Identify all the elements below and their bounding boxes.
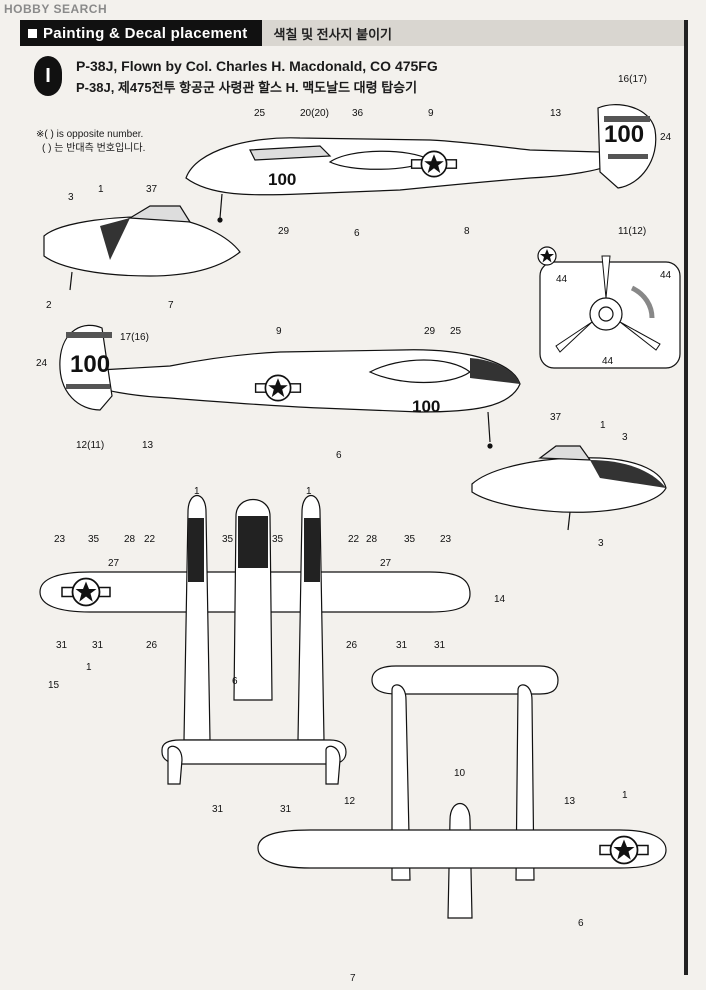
callout-1-b: 1: [600, 420, 606, 431]
callout-20-20: 20(20): [300, 108, 329, 119]
callout-8: 8: [464, 226, 470, 237]
callout-29: 29: [278, 226, 290, 237]
header-subtitle: 색칠 및 전사지 붙이기: [261, 20, 686, 46]
header-title: Painting & Decal placement: [43, 24, 248, 42]
callout-1-e: 1: [86, 662, 92, 673]
callout-31-f: 31: [280, 804, 292, 815]
callout-6-d: 6: [578, 918, 584, 929]
aircraft-number-side-bottom: 100: [412, 397, 440, 416]
plan-view-bottom: [257, 665, 667, 919]
callout-2: 2: [46, 300, 52, 311]
callout-1-f: 1: [622, 790, 628, 801]
callouts-side-top: 25 20(20) 36 9 13 16(17) 24 11(12) 8 29 …: [254, 74, 672, 239]
header-title-block: Painting & Decal placement: [20, 20, 262, 46]
plan-view-top: [39, 494, 471, 785]
callout-28-b: 28: [366, 534, 378, 545]
callout-12: 12: [344, 796, 356, 807]
callout-23-a: 23: [54, 534, 66, 545]
opposite-number-note: ※( ) is opposite number. ( ) 는 반대측 번호입니다…: [36, 128, 145, 156]
callout-15: 15: [48, 680, 60, 691]
callout-26-b: 26: [346, 640, 358, 651]
side-view-top: [185, 104, 657, 223]
callout-31-c: 31: [396, 640, 408, 651]
callout-25-b: 25: [450, 326, 462, 337]
callout-10: 10: [454, 768, 466, 779]
callout-1-d: 1: [306, 486, 312, 497]
callout-37-b: 37: [550, 412, 562, 423]
callout-24: 24: [660, 132, 672, 143]
side-view-bottom: [59, 324, 521, 449]
side-rule: [684, 20, 688, 975]
callout-9-b: 9: [276, 326, 282, 337]
callout-23-b: 23: [440, 534, 452, 545]
page-number: 7: [350, 973, 356, 984]
callout-17-16: 17(16): [120, 332, 149, 343]
callouts-plan-top: 1 1 23 35 28 22 35 35 22 28 35 23 27 27 …: [48, 486, 506, 815]
callouts-plan-bottom: 1 10 12 13 6: [344, 768, 628, 929]
header-bar: Painting & Decal placement 색칠 및 전사지 붙이기: [20, 20, 686, 46]
callout-16-17: 16(17): [618, 74, 647, 85]
insignia-plan-bottom: [599, 835, 649, 865]
aircraft-number-side-top: 100: [268, 170, 296, 189]
callouts-prop: 44 44 44: [556, 270, 672, 367]
callout-6: 6: [354, 228, 360, 239]
callout-3: 3: [68, 192, 74, 203]
callout-44-b: 44: [660, 270, 672, 281]
callout-13-c: 13: [564, 796, 576, 807]
nose-detail-top: [43, 205, 241, 291]
callout-35-a: 35: [88, 534, 100, 545]
callout-31-e: 31: [212, 804, 224, 815]
callout-3-b: 3: [622, 432, 628, 443]
callouts-side-bottom: 17(16) 9 29 25 24 12(11) 13 6: [36, 326, 462, 461]
callout-24-b: 24: [36, 358, 48, 369]
callout-31-d: 31: [434, 640, 446, 651]
callout-14: 14: [494, 594, 506, 605]
callout-9: 9: [428, 108, 434, 119]
callout-6-b: 6: [336, 450, 342, 461]
insignia-plan-top: [61, 577, 111, 607]
callout-28-a: 28: [124, 534, 136, 545]
tail-number-side-bottom: 100: [70, 351, 110, 378]
callout-44-a: 44: [556, 274, 568, 285]
nose-detail-bottom: [471, 445, 667, 531]
callout-37: 37: [146, 184, 158, 195]
callout-35-c: 35: [272, 534, 284, 545]
callouts-nose-bottom: 37 1 3 3: [550, 412, 628, 549]
callout-1-c: 1: [194, 486, 200, 497]
callout-7: 7: [168, 300, 174, 311]
insignia-side-bottom: [254, 374, 302, 402]
callout-26-a: 26: [146, 640, 158, 651]
note-line-en: ※( ) is opposite number.: [36, 129, 144, 140]
callout-31-b: 31: [92, 640, 104, 651]
callout-22-a: 22: [144, 534, 156, 545]
callout-44-c: 44: [602, 356, 614, 367]
callout-13: 13: [550, 108, 562, 119]
square-bullet-icon: [28, 28, 37, 38]
callout-36: 36: [352, 108, 364, 119]
section-title-en: P-38J, Flown by Col. Charles H. Macdonal…: [76, 58, 438, 74]
callout-25: 25: [254, 108, 266, 119]
insignia-side-top: [410, 150, 458, 178]
callout-11-12: 11(12): [618, 226, 646, 237]
callout-29-b: 29: [424, 326, 436, 337]
callout-12-11: 12(11): [76, 440, 104, 451]
callout-31-a: 31: [56, 640, 68, 651]
callouts-nose-top: 3 1 37 2 7: [46, 184, 174, 311]
callout-13-b: 13: [142, 440, 154, 451]
section-badge: I: [34, 56, 62, 96]
callout-27-b: 27: [380, 558, 392, 569]
note-line-ko: ( ) 는 반대측 번호입니다.: [42, 143, 146, 154]
propeller-detail: [537, 246, 681, 369]
callout-35-d: 35: [404, 534, 416, 545]
callout-27-a: 27: [108, 558, 120, 569]
callout-35-b: 35: [222, 534, 234, 545]
callout-3-c: 3: [598, 538, 604, 549]
callout-6-c: 6: [232, 676, 238, 687]
callout-22-b: 22: [348, 534, 360, 545]
callout-1: 1: [98, 184, 104, 195]
section-title-ko: P-38J, 제475전투 항공군 사령관 할스 H. 맥도날드 대령 탑승기: [76, 80, 418, 95]
tail-number-side-top: 100: [604, 121, 644, 148]
watermark-text: HOBBY SEARCH: [4, 2, 108, 16]
